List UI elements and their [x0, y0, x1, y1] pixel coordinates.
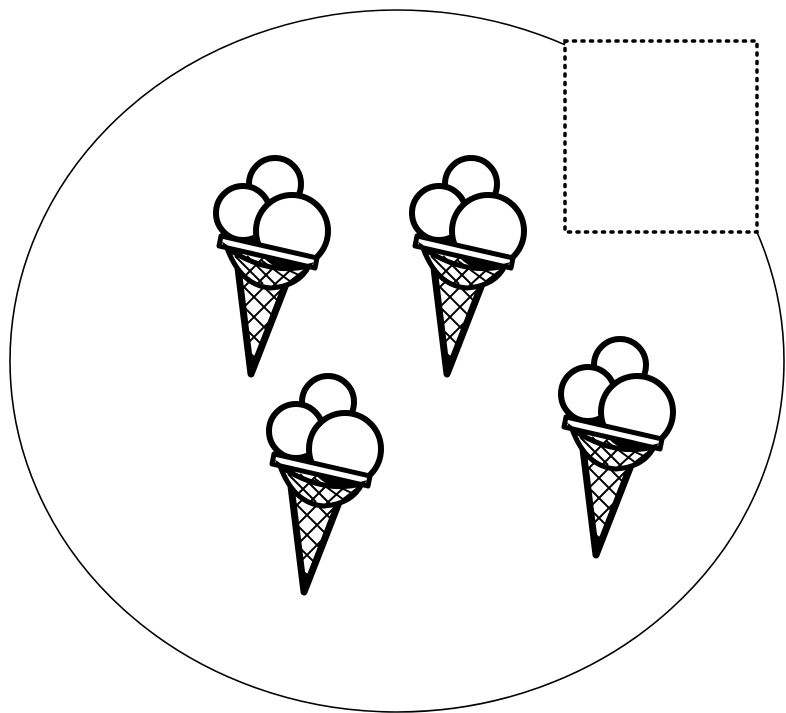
ice-cream-cone-icon — [412, 158, 524, 402]
ice-cream-cone-icon — [561, 339, 673, 583]
ice-cream-cone-icon — [216, 158, 328, 402]
ice-cream-cone-icon — [269, 376, 381, 620]
